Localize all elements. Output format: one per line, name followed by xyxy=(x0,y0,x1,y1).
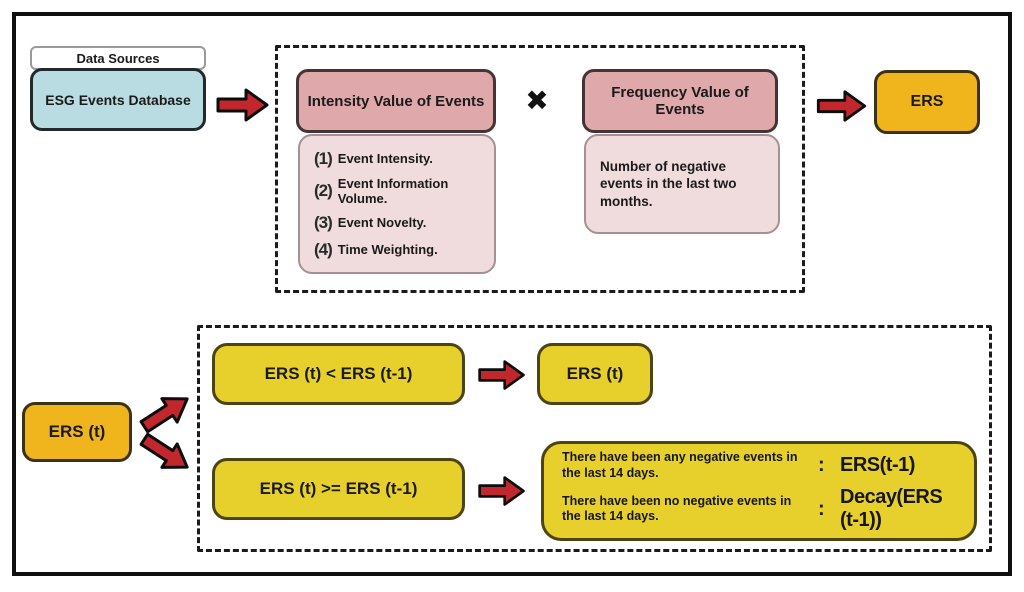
result-less-box: ERS (t) xyxy=(537,343,653,405)
esg-events-database-text: ESG Events Database xyxy=(45,91,191,108)
ers-t-box: ERS (t) xyxy=(22,402,132,462)
frequency-desc-box: Number of negative events in the last tw… xyxy=(584,134,780,234)
score-calculation-container xyxy=(275,45,805,293)
ers-t-text: ERS (t) xyxy=(48,422,106,441)
data-sources-text: Data Sources xyxy=(76,50,160,66)
diagram-frame xyxy=(12,12,1012,576)
multiply-icon: ✖ xyxy=(525,84,549,116)
ge-outcomes-box: There have been any negative events in t… xyxy=(541,441,977,541)
list-item: (1) Event Intensity. xyxy=(314,149,486,169)
intensity-value-text: Intensity Value of Events xyxy=(307,92,485,110)
list-item: (4) Time Weighting. xyxy=(314,240,486,260)
item-text: Time Weighting. xyxy=(337,242,438,257)
ers-output-box: ERS xyxy=(874,70,980,134)
condition-less-text: ERS (t) < ERS (t-1) xyxy=(264,364,413,383)
frequency-value-text: Frequency Value of Events xyxy=(611,84,749,118)
item-number: (4) xyxy=(314,239,333,259)
ers-output-text: ERS xyxy=(910,93,944,110)
case-formula-text: ERS(t-1) xyxy=(840,454,915,476)
case-formula-text: Decay(ERS (t-1)) xyxy=(840,486,943,532)
intensity-value-box: Intensity Value of Events xyxy=(296,69,496,133)
item-number: (2) xyxy=(314,180,333,200)
list-item: (2) Event Information Volume. xyxy=(314,176,486,206)
down-right-arrow-icon xyxy=(139,432,189,469)
item-text: Event Intensity. xyxy=(337,151,433,166)
data-sources-label: Data Sources xyxy=(30,46,206,70)
frequency-value-box: Frequency Value of Events xyxy=(582,69,778,133)
up-right-arrow-icon xyxy=(139,397,189,434)
result-less-text: ERS (t) xyxy=(566,364,624,383)
case-row: There have been any negative events in t… xyxy=(562,450,962,481)
item-text: Event Information Volume. xyxy=(337,175,449,206)
item-number: (3) xyxy=(314,212,333,232)
right-arrow-icon xyxy=(816,90,867,122)
condition-ge-text: ERS (t) >= ERS (t-1) xyxy=(259,479,418,498)
esg-events-database-box: ESG Events Database xyxy=(30,68,206,131)
frequency-desc-text: Number of negative events in the last tw… xyxy=(600,158,737,209)
right-arrow-icon xyxy=(478,360,525,390)
item-text: Event Novelty. xyxy=(337,215,427,230)
update-rule-container xyxy=(197,325,992,552)
case-condition-text: There have been any negative events in t… xyxy=(562,449,798,480)
case-condition-text: There have been no negative events in th… xyxy=(562,493,792,524)
case-colon: : xyxy=(818,497,825,520)
condition-ge-box: ERS (t) >= ERS (t-1) xyxy=(212,458,465,520)
item-number: (1) xyxy=(314,148,333,168)
case-row: There have been no negative events in th… xyxy=(562,486,962,532)
condition-less-box: ERS (t) < ERS (t-1) xyxy=(212,343,465,405)
list-item: (3) Event Novelty. xyxy=(314,213,486,233)
case-colon: : xyxy=(818,454,825,476)
right-arrow-icon xyxy=(478,476,525,506)
right-arrow-icon xyxy=(216,88,269,122)
intensity-factors-box: (1) Event Intensity. (2) Event Informati… xyxy=(298,134,496,274)
